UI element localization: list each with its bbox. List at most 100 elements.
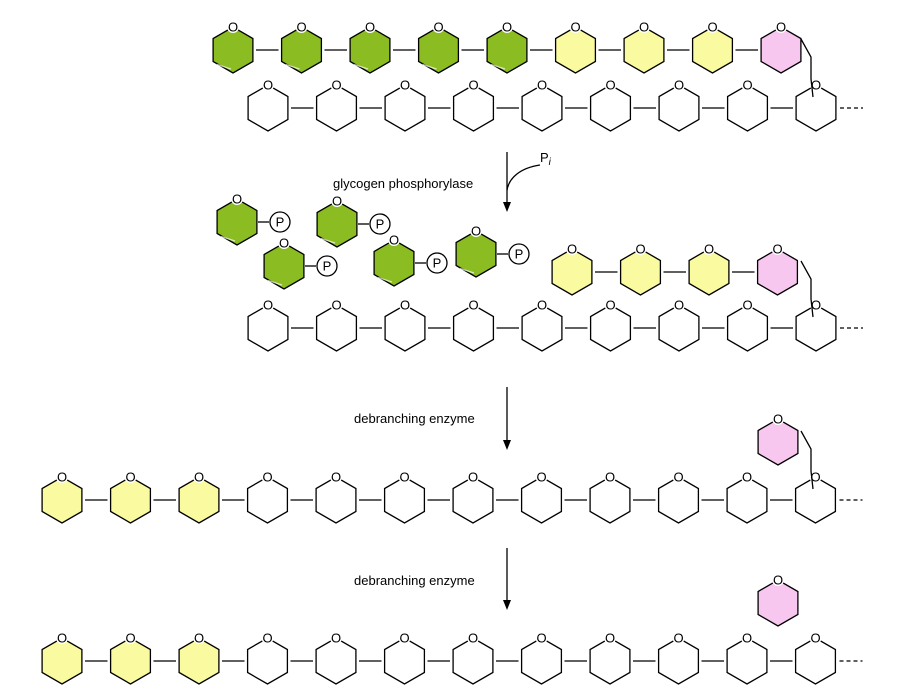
ring-oxygen-label: O: [605, 470, 615, 485]
phosphate-group-3: P: [305, 255, 338, 277]
ring-oxygen-label: O: [704, 242, 714, 257]
arrow-step-1: [503, 152, 541, 212]
glucose-1-phosphate-5: O: [455, 224, 497, 278]
debranched-main-ring-1: O: [41, 631, 83, 685]
glucose-1-phosphate-1: O: [216, 192, 258, 246]
ring-oxygen-label: O: [742, 78, 752, 93]
ring-oxygen-label: O: [673, 631, 683, 646]
ring-oxygen-label: O: [331, 78, 341, 93]
ring-oxygen-label: O: [331, 470, 341, 485]
ring-oxygen-label: O: [262, 631, 272, 646]
ring-oxygen-label: O: [536, 631, 546, 646]
glycogen-main-ring-5: O: [521, 78, 563, 132]
glycogen-main-ring-6: O: [589, 78, 632, 132]
phosphate-label: P: [323, 259, 332, 274]
ring-oxygen-label: O: [471, 224, 481, 239]
ring-oxygen-label: O: [605, 631, 615, 646]
enzyme-label-glycogen-phosphorylase: glycogen phosphorylase: [333, 176, 473, 191]
ring-oxygen-label: O: [296, 20, 306, 35]
limit-main-ring-7: O: [658, 298, 700, 352]
glycogen-branch-ring-7: O: [623, 20, 665, 74]
reagent-symbol: P: [540, 150, 549, 165]
extended-main-ring-11: O: [726, 470, 768, 524]
extended-main-ring-7: O: [452, 470, 494, 524]
ring-oxygen-label: O: [194, 470, 204, 485]
extended-main-ring-1: O: [41, 470, 83, 524]
free-glucose: O: [757, 573, 799, 627]
extended-main-ring-10: O: [657, 470, 700, 524]
ring-oxygen-label: O: [742, 631, 752, 646]
ring-oxygen-label: O: [468, 78, 478, 93]
debranched-main-ring-11: O: [726, 631, 768, 685]
ring-oxygen-label: O: [279, 236, 289, 251]
debranched-main-ring-6: O: [383, 631, 426, 685]
extended-main-ring-5: O: [315, 470, 357, 524]
ring-oxygen-label: O: [639, 20, 649, 35]
glycogen-main-ring-4: O: [452, 78, 495, 132]
debranched-main-ring-10: O: [657, 631, 700, 685]
ring-oxygen-label: O: [433, 20, 443, 35]
phosphate-label: P: [276, 215, 285, 230]
glycogen-branch-ring-6: O: [554, 20, 597, 74]
ring-oxygen-label: O: [635, 242, 645, 257]
ring-oxygen-label: O: [57, 631, 67, 646]
ring-oxygen-label: O: [810, 470, 820, 485]
ring-oxygen-label: O: [125, 631, 135, 646]
limit-branch-ring-3: O: [688, 242, 730, 296]
ring-oxygen-label: O: [605, 78, 615, 93]
ring-oxygen-label: O: [263, 298, 273, 313]
glucose-1-phosphate-2: O: [316, 194, 358, 248]
phosphate-group-5: P: [497, 243, 530, 265]
ring-oxygen-label: O: [365, 20, 375, 35]
limit-branch-ring-2: O: [619, 242, 662, 296]
glycogen-branch-ring-8: O: [691, 20, 734, 74]
ring-oxygen-label: O: [468, 631, 478, 646]
glycogen-branch-ring-2: O: [280, 20, 323, 74]
ring-oxygen-label: O: [811, 78, 821, 93]
debranched-main-ring-9: O: [589, 631, 631, 685]
ring-oxygen-label: O: [263, 78, 273, 93]
ring-oxygen-label: O: [742, 298, 752, 313]
phosphate-group-1: P: [258, 211, 291, 233]
ring-oxygen-label: O: [674, 78, 684, 93]
ring-oxygen-label: O: [232, 192, 242, 207]
glucose-1-phosphate-4: O: [373, 233, 415, 287]
ring-oxygen-label: O: [194, 631, 204, 646]
branch-linkage-1: [800, 38, 814, 98]
ring-oxygen-label: O: [810, 631, 820, 646]
extended-main-ring-12: O: [794, 470, 837, 524]
extended-main-ring-3: O: [178, 470, 220, 524]
enzyme-label-debranching-2: debranching enzyme: [354, 573, 475, 588]
limit-main-ring-4: O: [452, 298, 495, 352]
ring-oxygen-label: O: [772, 242, 782, 257]
phosphate-label: P: [433, 256, 442, 271]
ring-oxygen-label: O: [811, 298, 821, 313]
glucose-1-phosphate-3: O: [263, 236, 305, 290]
ring-oxygen-label: O: [742, 470, 752, 485]
arrow-step-2: [503, 387, 511, 450]
ring-oxygen-label: O: [389, 233, 399, 248]
ring-oxygen-label: O: [468, 298, 478, 313]
ring-oxygen-label: O: [567, 242, 577, 257]
glycogen-branch-ring-4: O: [417, 20, 460, 74]
branch-linkage-2: [800, 260, 814, 318]
debranched-main-ring-7: O: [452, 631, 494, 685]
ring-oxygen-label: O: [332, 194, 342, 209]
extended-main-ring-4: O: [246, 470, 289, 524]
ring-oxygen-label: O: [331, 298, 341, 313]
ring-oxygen-label: O: [537, 78, 547, 93]
debranched-main-ring-8: O: [520, 631, 563, 685]
glycogen-main-ring-7: O: [658, 78, 700, 132]
ring-oxygen-label: O: [400, 78, 410, 93]
glycogen-main-ring-1: O: [247, 78, 289, 132]
extended-main-ring-9: O: [589, 470, 631, 524]
limit-branch-ring-1: O: [551, 242, 593, 296]
debranched-main-ring-4: O: [246, 631, 289, 685]
ring-oxygen-label: O: [773, 573, 783, 588]
ring-oxygen-label: O: [400, 298, 410, 313]
ring-oxygen-label: O: [502, 20, 512, 35]
glycogen-main-ring-8: O: [726, 78, 769, 132]
ring-oxygen-label: O: [536, 470, 546, 485]
